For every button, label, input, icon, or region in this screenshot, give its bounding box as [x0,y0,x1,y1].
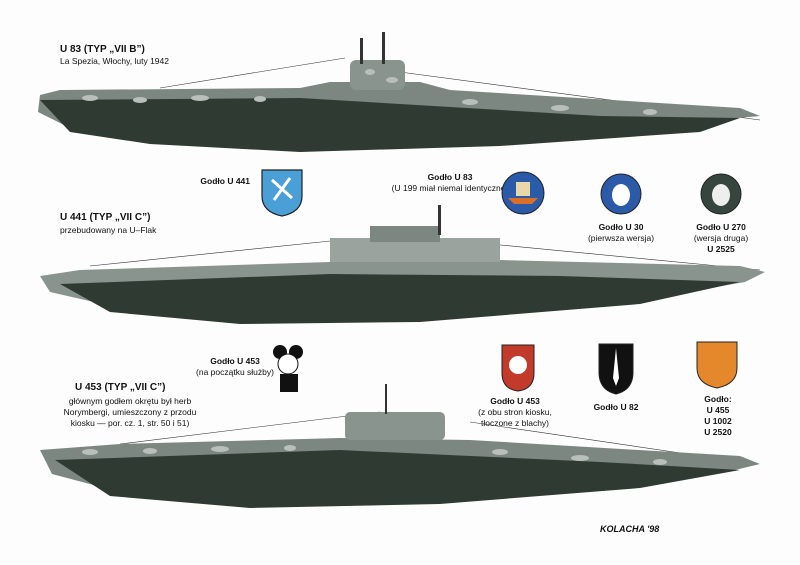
u441-emblem-label: Godło U 441 [200,176,250,186]
submarine-u83-profile [38,32,761,152]
u453-subtitle-line-3: kiosku — por. cz. 1, str. 50 i 51) [70,418,190,428]
u83-emblem-note: (U 199 miał niemal identyczne) [391,183,509,193]
u441-title: U 441 (TYP „VII C”) [60,212,151,223]
submarine-u453-profile [40,384,760,508]
u453-second-emblem-label: Godło U 453 [490,396,540,406]
u1002-label: U 1002 [704,416,732,426]
u30-dog-emblem [600,173,642,215]
u30-emblem-label: Godło U 30 [598,222,644,232]
u83-emblem-label: Godło U 83 [427,172,473,182]
u83-viking-ship-emblem [501,171,545,215]
u30-emblem-note: (pierwsza wersja) [587,233,655,243]
artist-signature: KOLACHA '98 [600,524,660,534]
u453-nuremberg-shield-emblem [501,344,535,392]
u453-subtitle-line-1: głównym godłem okrętu był herb [68,396,192,406]
u82-dagger-shield-emblem [598,343,634,395]
u453-mouse-emblem [273,345,303,392]
u2520-label: U 2520 [704,427,732,437]
u83-subtitle: La Spezia, Włochy, luty 1942 [60,56,169,66]
u453-subtitle-line-2: Norymbergi, umieszczony z przodu [63,407,197,417]
u453-second-emblem-note-1: (z obu stron kiosku, [478,407,552,417]
u453-emblem-label: Godło U 453 [210,356,260,366]
antler-emblem [696,341,738,389]
u270-emblem-label: Godło U 270 [696,222,746,232]
u441-subtitle: przebudowany na U–Flak [60,225,157,235]
u455-label: U 455 [706,405,730,415]
u2525-label: U 2525 [707,244,735,254]
u270-emblem-note: (wersja druga) [693,233,749,243]
u441-shield-emblem [261,169,303,217]
u453-emblem-note: (na początku służby) [196,367,274,377]
u453-second-emblem-note-2: tłoczone z blachy) [480,418,550,428]
u453-title: U 453 (TYP „VII C”) [75,382,166,393]
u270-dog-emblem [700,173,742,215]
submarine-u441-profile [40,205,765,324]
u83-title: U 83 (TYP „VII B”) [60,44,145,55]
u82-emblem-label: Godło U 82 [593,402,639,412]
antler-emblem-label: Godło: [704,394,732,404]
